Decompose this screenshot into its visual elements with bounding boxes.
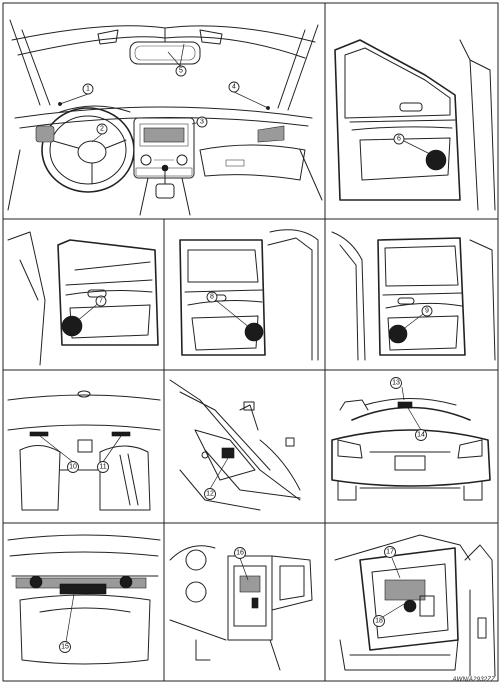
panel-roof-rear-seat: 10 11 <box>7 390 161 511</box>
callout-18: 18 <box>373 615 385 627</box>
callout-5: 5 <box>175 65 187 77</box>
panel-instrument-panel: 1 2 3 4 5 <box>7 19 323 216</box>
callout-17-label: 17 <box>386 549 394 556</box>
panel-rear-exterior: 13 14 <box>331 377 491 501</box>
callout-9-label: 9 <box>425 308 429 315</box>
callout-14-label: 14 <box>417 432 425 439</box>
callout-13-label: 13 <box>392 380 400 387</box>
callout-2-label: 2 <box>100 126 104 133</box>
callout-8-label: 8 <box>210 294 214 301</box>
callout-14: 14 <box>415 429 427 441</box>
figure-id: AWNIA2932ZZ <box>452 677 495 683</box>
callout-12-label: 12 <box>206 491 214 498</box>
callout-7: 7 <box>95 295 107 307</box>
callout-7-label: 7 <box>99 298 103 305</box>
panel-rear-door-right: 9 <box>331 231 496 361</box>
callout-6: 6 <box>393 133 405 145</box>
callout-6-label: 6 <box>397 136 401 143</box>
callout-4: 4 <box>228 81 240 93</box>
callout-5-label: 5 <box>179 68 183 75</box>
callout-2: 2 <box>96 123 108 135</box>
callout-4-label: 4 <box>232 84 236 91</box>
panel-front-door-driver: 6 <box>334 39 496 211</box>
panel-center-console: 16 <box>169 545 313 671</box>
callout-16-label: 16 <box>236 550 244 557</box>
panel-rear-door-left: 8 <box>179 229 319 361</box>
panel-glove-box: 17 18 <box>334 534 496 677</box>
callout-3: 3 <box>196 116 208 128</box>
callout-10-label: 10 <box>69 464 77 471</box>
callout-16: 16 <box>234 547 246 559</box>
callout-15-label: 15 <box>61 644 69 651</box>
callout-15: 15 <box>59 641 71 653</box>
callout-13: 13 <box>390 377 402 389</box>
callout-11-label: 11 <box>99 464 106 471</box>
callout-10: 10 <box>67 461 79 473</box>
callout-17: 17 <box>384 546 396 558</box>
callout-1-label: 1 <box>86 86 90 93</box>
callout-8: 8 <box>206 291 218 303</box>
callout-3-label: 3 <box>200 119 204 126</box>
panel-front-door-passenger: 7 <box>7 231 159 366</box>
callout-18-label: 18 <box>375 618 383 625</box>
panel-rear-parcel-shelf: 15 <box>7 534 161 665</box>
callout-1: 1 <box>82 83 94 95</box>
panel-rear-pillar-area: 12 <box>169 379 301 511</box>
callout-12: 12 <box>204 488 216 500</box>
callout-11: 11 <box>97 461 109 473</box>
callout-9: 9 <box>421 305 433 317</box>
